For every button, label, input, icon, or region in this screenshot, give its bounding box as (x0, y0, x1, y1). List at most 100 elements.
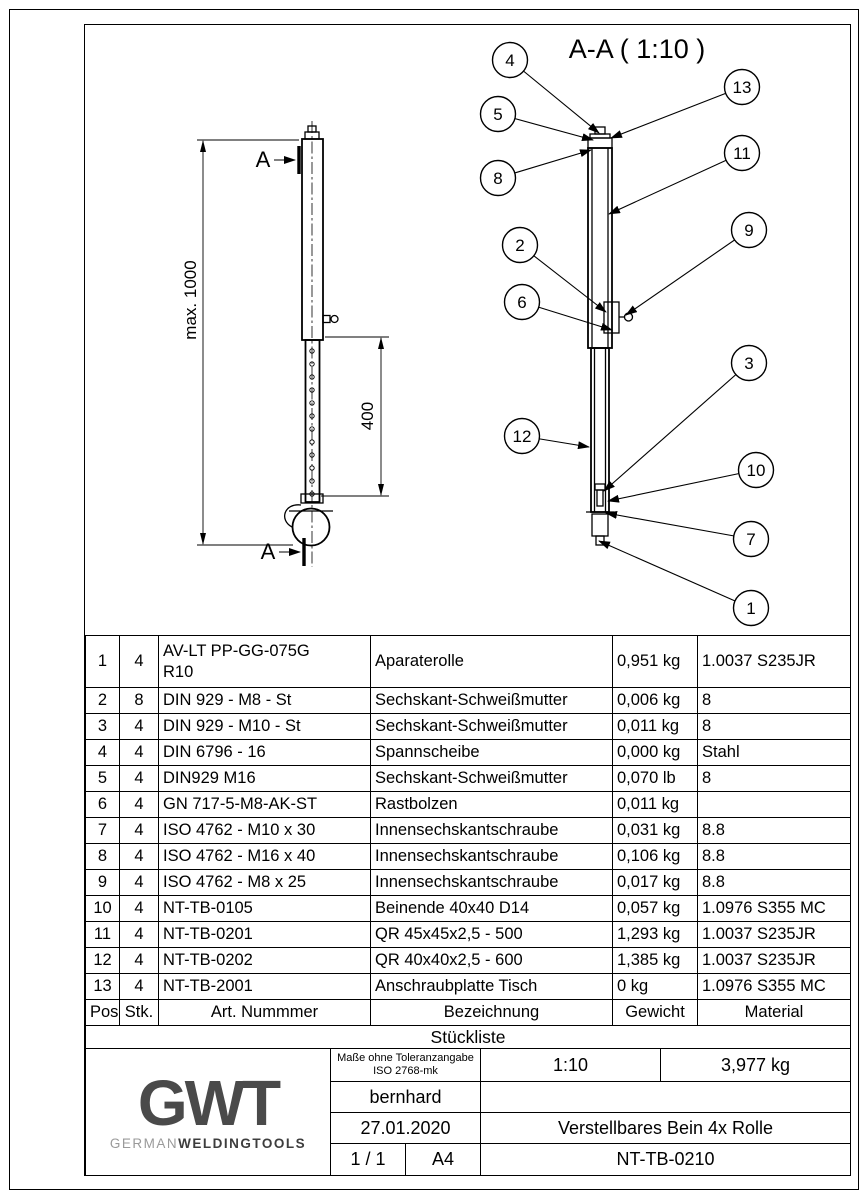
part-weight: 0,031 kg (612, 817, 698, 844)
balloon-3: 3 (730, 344, 768, 382)
part-art-number: NT-TB-0105 (158, 895, 371, 922)
header-weight: Gewicht (612, 999, 698, 1026)
part-row-6: 6 4 GN 717-5-M8-AK-ST Rastbolzen 0,011 k… (85, 791, 851, 818)
part-art-number: DIN 6796 - 16 (158, 739, 371, 766)
part-pos: 6 (85, 791, 120, 818)
header-art-number: Art. Nummmer (158, 999, 371, 1026)
part-material: 8.8 (697, 843, 851, 870)
title-block: GWT GERMANWELDINGTOOLS Maße ohne Toleran… (85, 1048, 852, 1176)
balloon-4: 4 (491, 41, 529, 79)
balloon-12: 12 (503, 417, 541, 455)
part-art-number: DIN 929 - M8 - St (158, 687, 371, 714)
paper-format: A4 (404, 1143, 482, 1176)
part-material: 1.0037 S235JR (697, 947, 851, 974)
part-qty: 4 (119, 947, 159, 974)
dimension-max-1000: max. 1000 (181, 260, 200, 339)
balloon-10: 10 (737, 451, 775, 489)
part-row-11: 11 4 NT-TB-0201 QR 45x45x2,5 - 500 1,293… (85, 921, 851, 948)
part-art-number: NT-TB-2001 (158, 973, 371, 1000)
svg-text:10: 10 (747, 461, 766, 480)
part-qty: 4 (119, 921, 159, 948)
parts-header-row: Pos Stk. Art. Nummmer Bezeichnung Gewich… (85, 999, 851, 1026)
part-pos: 4 (85, 739, 120, 766)
svg-text:7: 7 (746, 530, 755, 549)
section-cut-marks: A A (256, 146, 306, 566)
parts-list-title-row: Stückliste (85, 1025, 851, 1049)
part-material: 8 (697, 713, 851, 740)
part-art-number: GN 717-5-M8-AK-ST (158, 791, 371, 818)
dimension-400: 400 (358, 402, 377, 430)
part-weight: 0,011 kg (612, 713, 698, 740)
part-material (697, 791, 851, 818)
header-pos: Pos (85, 999, 120, 1026)
part-art-number: DIN 929 - M10 - St (158, 713, 371, 740)
part-art-number: ISO 4762 - M16 x 40 (158, 843, 371, 870)
drawing-date: 27.01.2020 (329, 1112, 482, 1144)
part-material: 1.0976 S355 MC (697, 895, 851, 922)
part-weight: 0,070 lb (612, 765, 698, 792)
parts-list-title: Stückliste (85, 1025, 851, 1049)
part-art-number: NT-TB-0202 (158, 947, 371, 974)
header-description: Bezeichnung (370, 999, 613, 1026)
drawing-frame: A-A ( 1:10 ) (84, 24, 852, 1176)
part-qty: 4 (119, 843, 159, 870)
part-material: Stahl (697, 739, 851, 766)
part-material: 8 (697, 687, 851, 714)
left-view (284, 121, 339, 567)
part-weight: 1,293 kg (612, 921, 698, 948)
part-material: 1.0976 S355 MC (697, 973, 851, 1000)
svg-text:3: 3 (744, 354, 753, 373)
part-pos: 12 (85, 947, 120, 974)
part-description: Beinende 40x40 D14 (370, 895, 613, 922)
part-row-2: 2 8 DIN 929 - M8 - St Sechskant-Schweißm… (85, 687, 851, 714)
balloon-2: 2 (501, 226, 539, 264)
part-row-9: 9 4 ISO 4762 - M8 x 25 Innensechskantsch… (85, 869, 851, 896)
svg-text:4: 4 (505, 51, 514, 70)
part-description: QR 45x45x2,5 - 500 (370, 921, 613, 948)
header-material: Material (697, 999, 851, 1026)
part-art-number: ISO 4762 - M8 x 25 (158, 869, 371, 896)
svg-text:1: 1 (746, 599, 755, 618)
part-weight: 0,057 kg (612, 895, 698, 922)
section-view (586, 126, 634, 546)
part-material: 8.8 (697, 817, 851, 844)
svg-text:12: 12 (513, 427, 532, 446)
part-pos: 11 (85, 921, 120, 948)
logo-subtitle: GERMANWELDINGTOOLS (87, 1136, 330, 1151)
part-description: Anschraubplatte Tisch (370, 973, 613, 1000)
part-qty: 4 (119, 817, 159, 844)
part-pos: 10 (85, 895, 120, 922)
balloon-7: 7 (732, 520, 770, 558)
part-pos: 3 (85, 713, 120, 740)
tolerance-note: Maße ohne Toleranzangabe ISO 2768-mk (329, 1048, 482, 1082)
part-description: Sechskant-Schweißmutter (370, 765, 613, 792)
part-qty: 4 (119, 791, 159, 818)
svg-text:6: 6 (517, 293, 526, 312)
balloon-11: 11 (723, 134, 761, 172)
balloon-5: 5 (479, 95, 517, 133)
part-pos: 1 (85, 635, 120, 688)
part-qty: 4 (119, 869, 159, 896)
part-description: Innensechskantschraube (370, 843, 613, 870)
parts-table: 1 4 AV-LT PP-GG-075G R10 Aparaterolle 0,… (85, 635, 851, 1049)
company-logo: GWT GERMANWELDINGTOOLS (85, 1048, 331, 1176)
tolerance-note-line1: Maße ohne Toleranzangabe (337, 1051, 474, 1064)
part-material: 1.0037 S235JR (697, 635, 851, 688)
part-material: 1.0037 S235JR (697, 921, 851, 948)
section-label-bottom: A (261, 539, 276, 564)
svg-text:2: 2 (515, 236, 524, 255)
part-row-3: 3 4 DIN 929 - M10 - St Sechskant-Schweiß… (85, 713, 851, 740)
part-description: Rastbolzen (370, 791, 613, 818)
page-border (9, 9, 859, 1190)
part-qty: 4 (119, 973, 159, 1000)
part-art-number: DIN929 M16 (158, 765, 371, 792)
sheet-number: 1 / 1 (330, 1143, 406, 1176)
part-description: QR 40x40x2,5 - 600 (370, 947, 613, 974)
balloon-8: 8 (479, 159, 517, 197)
part-weight: 0,006 kg (612, 687, 698, 714)
part-art-number: AV-LT PP-GG-075G R10 (158, 635, 371, 688)
part-pos: 9 (85, 869, 120, 896)
part-description: Sechskant-Schweißmutter (370, 713, 613, 740)
part-description: Aparaterolle (370, 635, 613, 688)
